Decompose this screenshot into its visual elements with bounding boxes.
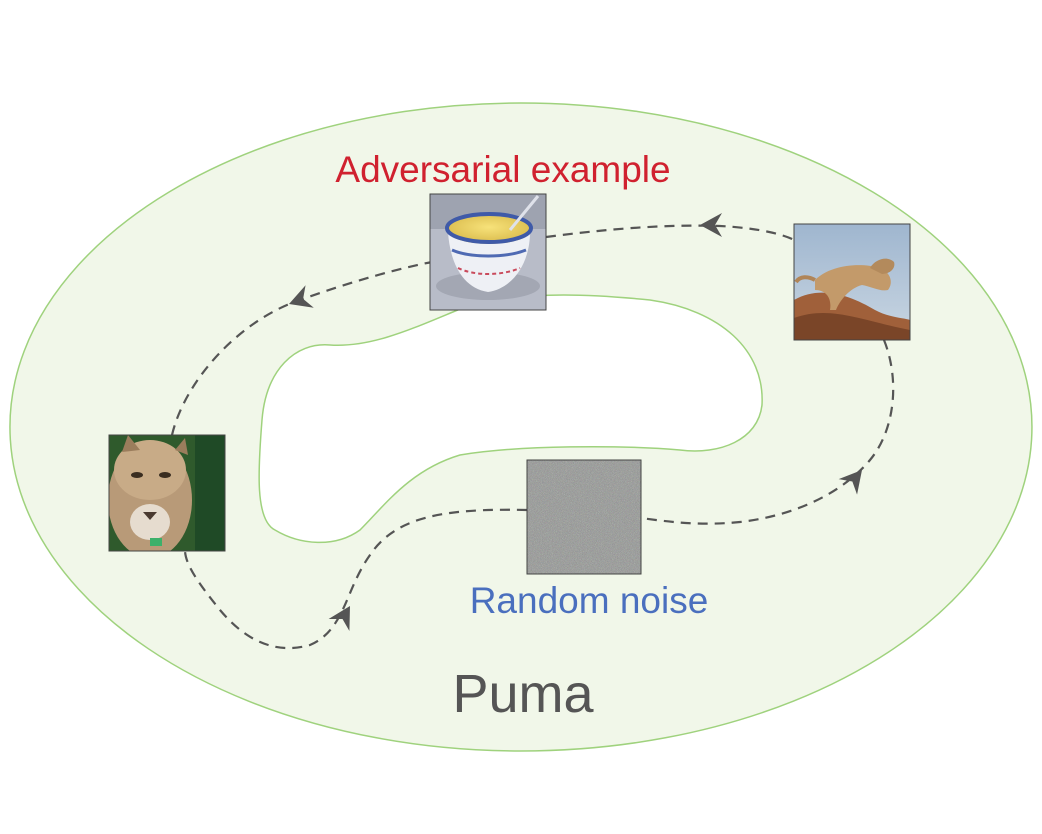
soup-bowl-image [430, 194, 546, 310]
class-region [9, 102, 1033, 752]
arrow-head-3 [700, 213, 722, 237]
class-name-label: Puma [452, 664, 594, 724]
random-noise-label: Random noise [470, 580, 709, 621]
adversarial-example-label: Adversarial example [335, 149, 670, 190]
arrow-head-1 [328, 606, 350, 632]
trajectory-path [170, 224, 895, 650]
puma-jumping-image [794, 224, 910, 340]
arrow-head-2 [289, 285, 314, 308]
arrowheads [289, 213, 862, 632]
arrow-head-4 [838, 470, 862, 495]
random-noise-image [526, 459, 642, 575]
puma-face-image [109, 435, 225, 551]
